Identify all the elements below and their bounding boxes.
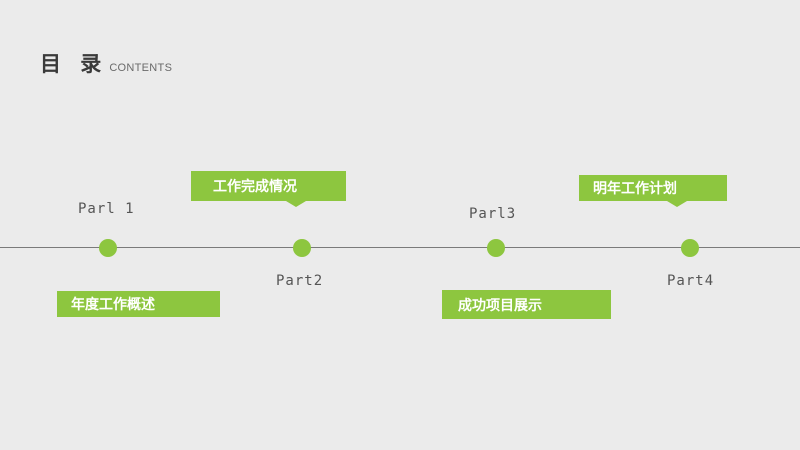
banner-notch [667,201,687,207]
topic-banner-2[interactable]: 工作完成情况 [191,171,346,207]
topic-banner-3-text: 成功项目展示 [458,297,542,314]
banner-notch [286,201,306,207]
timeline-node-2 [293,239,311,257]
title-block: 目 录 CONTENTS [40,48,172,78]
part-label-2: Part2 [276,273,324,289]
page-subtitle: CONTENTS [109,62,173,74]
timeline-line [0,247,800,248]
timeline-node-4 [681,239,699,257]
topic-banner-1[interactable]: 年度工作概述 [57,291,220,317]
topic-banner-4[interactable]: 明年工作计划 [579,175,727,207]
topic-banner-4-text: 明年工作计划 [593,181,677,197]
part-label-1: Parl 1 [78,201,135,217]
topic-banner-1-text: 年度工作概述 [71,297,155,313]
page-title: 目 录 [40,52,108,76]
part-label-4: Part4 [667,273,715,289]
part-label-3: Parl3 [469,206,517,222]
topic-banner-3[interactable]: 成功项目展示 [442,290,611,319]
timeline-node-3 [487,239,505,257]
timeline-node-1 [99,239,117,257]
topic-banner-2-text: 工作完成情况 [213,179,297,195]
